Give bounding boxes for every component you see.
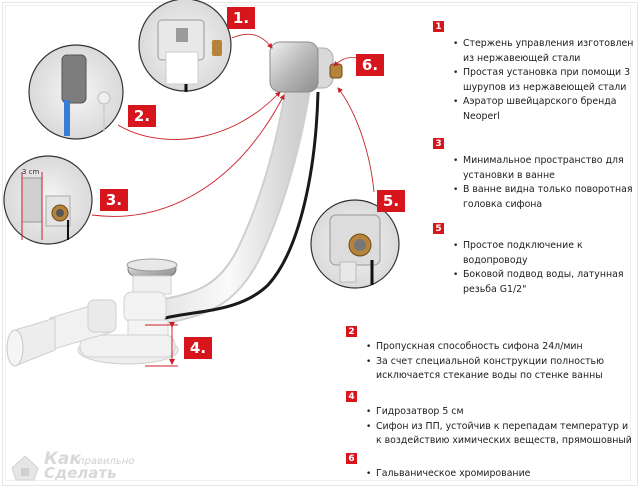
house-logo-icon xyxy=(11,455,39,481)
overflow-head xyxy=(269,41,343,93)
dimension-label: 3 cm xyxy=(22,168,40,176)
section-number-4: 4 xyxy=(346,391,357,402)
detail-circle-1 xyxy=(138,0,232,92)
detail-circle-5 xyxy=(310,199,400,289)
watermark-word-1: Как xyxy=(44,449,81,469)
feature-section-4: 4 Гидрозатвор 5 см Сифон из ПП, устойчив… xyxy=(346,391,638,449)
section-number-2: 2 xyxy=(346,326,357,337)
feature-bullet: Гидрозатвор 5 см xyxy=(364,405,638,420)
watermark-word-3: Сделать xyxy=(44,464,117,482)
feature-bullet: Гальваническое хромирование xyxy=(364,467,636,482)
section-number-5: 5 xyxy=(433,223,444,234)
feature-section-3: 3 Минимальное пространство дляустановки … xyxy=(433,138,638,212)
section-number-6: 6 xyxy=(346,453,357,464)
feature-section-6: 6 Гальваническое хромирование xyxy=(346,453,636,482)
section-number-3: 3 xyxy=(433,138,444,149)
corrugated-hose xyxy=(147,75,311,325)
connector-arrows xyxy=(91,33,375,217)
feature-bullet: Пропускная способность сифона 24л/мин xyxy=(364,340,636,355)
callout-2: 2. xyxy=(128,105,156,127)
detail-circle-2 xyxy=(28,44,124,140)
detail-circle-3 xyxy=(3,155,93,245)
section-number-1: 1 xyxy=(433,21,444,32)
callout-1: 1. xyxy=(227,7,255,29)
feature-bullet: Сифон из ПП, устойчив к перепадам темпер… xyxy=(364,420,638,449)
callout-4: 4. xyxy=(184,337,212,359)
callout-3: 3. xyxy=(100,189,128,211)
watermark-logo: Как правильно Сделать xyxy=(6,448,146,484)
siphon-trap xyxy=(6,258,179,367)
callout-6: 6. xyxy=(356,54,384,76)
callout-5: 5. xyxy=(377,190,405,212)
feature-section-2: 2 Пропускная способность сифона 24л/мин … xyxy=(346,326,636,384)
water-seal-dimension xyxy=(145,322,178,367)
feature-bullet: За счет специальной конструкции полность… xyxy=(364,355,636,384)
watermark-word-2: правильно xyxy=(78,456,135,467)
